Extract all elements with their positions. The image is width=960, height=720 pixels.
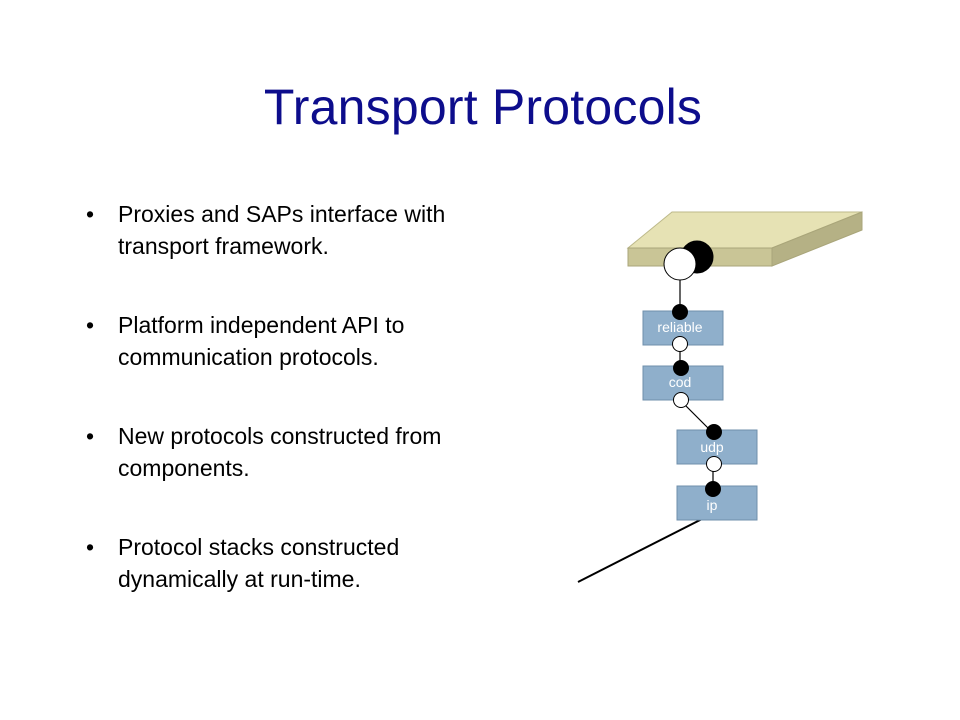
platform-side-face	[771, 211, 863, 267]
bullet-icon: •	[86, 423, 95, 449]
slide-title: Transport Protocols	[263, 79, 703, 135]
bullet-icon: •	[86, 201, 95, 227]
transport-platform	[626, 211, 863, 267]
port-dark	[705, 481, 721, 497]
layer-label: reliable	[657, 319, 702, 335]
bullet-icon: •	[86, 312, 95, 338]
layer-label: udp	[700, 439, 724, 455]
bullet-text: Proxies and SAPs interface with transpor…	[118, 201, 446, 259]
layer-label: ip	[707, 497, 718, 513]
ports	[663, 240, 722, 497]
port-light	[706, 456, 722, 472]
port-dark	[672, 304, 688, 320]
bullet-text: New protocols constructed from component…	[118, 423, 442, 481]
bullet-item: • Platform independent API to communicat…	[80, 309, 480, 373]
bullet-list: • Proxies and SAPs interface with transp…	[80, 198, 480, 642]
bullet-text: Platform independent API to communicatio…	[118, 312, 405, 370]
bullet-item: • Proxies and SAPs interface with transp…	[80, 198, 480, 262]
output-line	[577, 517, 705, 583]
port-dark	[706, 424, 722, 440]
layer-label: cod	[669, 374, 692, 390]
port-light	[672, 336, 688, 352]
bullet-text: Protocol stacks constructed dynamically …	[118, 534, 400, 592]
platform-port-light	[663, 247, 697, 281]
port-dark	[673, 360, 689, 376]
port-light	[673, 392, 689, 408]
bullet-item: • Protocol stacks constructed dynamicall…	[80, 531, 480, 595]
bullet-icon: •	[86, 534, 95, 560]
bullet-item: • New protocols constructed from compone…	[80, 420, 480, 484]
connector-line	[681, 401, 713, 433]
